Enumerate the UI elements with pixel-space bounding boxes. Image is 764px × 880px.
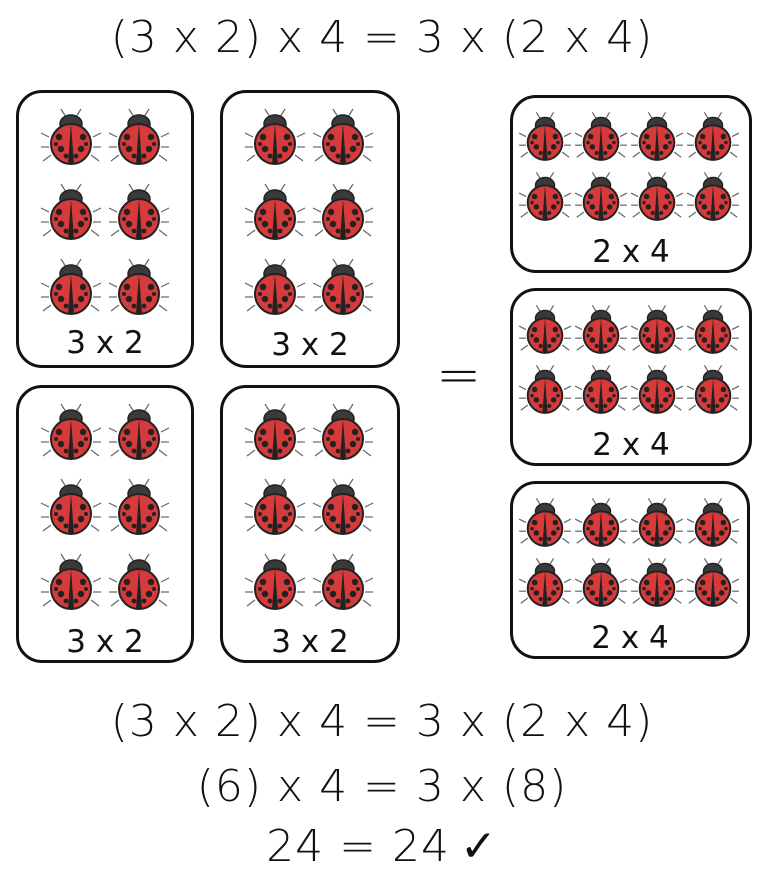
ladybug-icon — [630, 365, 684, 414]
ladybug-icon — [244, 403, 306, 460]
checkmark-icon: ✓ — [459, 821, 498, 872]
ladybug-icon — [518, 172, 572, 221]
ladybug-icon — [108, 478, 170, 535]
ladybug-icon — [518, 558, 572, 607]
ladybug-icon — [518, 305, 572, 354]
ladybug-grid — [19, 398, 191, 618]
group-label: 3 x 2 — [271, 327, 349, 363]
ladybug-icon — [630, 112, 684, 161]
ladybug-icon — [518, 112, 572, 161]
ladybug-icon — [630, 498, 684, 547]
ladybug-icon — [312, 108, 374, 165]
ladybug-icon — [518, 498, 572, 547]
ladybug-grid — [223, 398, 397, 618]
ladybug-grid — [223, 103, 397, 323]
ladybug-icon — [108, 183, 170, 240]
ladybug-icon — [312, 553, 374, 610]
ladybug-cluster — [518, 305, 740, 414]
ladybug-icon — [312, 478, 374, 535]
ladybug-icon — [312, 183, 374, 240]
ladybug-icon — [574, 172, 628, 221]
ladybug-cluster — [518, 498, 740, 607]
ladybug-icon — [40, 403, 102, 460]
ladybug-icon — [574, 498, 628, 547]
ladybug-icon — [686, 112, 740, 161]
top-equation: (3 x 2) x 4 = 3 x (2 x 4) — [110, 12, 654, 63]
equation-line-1: (3 x 2) x 4 = 3 x (2 x 4) — [110, 696, 654, 747]
ladybug-cluster — [244, 108, 374, 315]
ladybug-icon — [518, 365, 572, 414]
group-label: 2 x 4 — [592, 427, 670, 463]
ladybug-icon — [244, 258, 306, 315]
ladybug-cluster — [244, 403, 374, 610]
group-2x4-1: 2 x 4 — [510, 95, 752, 273]
group-3x2-2: 3 x 2 — [220, 90, 400, 368]
ladybug-icon — [40, 108, 102, 165]
ladybug-icon — [630, 558, 684, 607]
ladybug-icon — [574, 112, 628, 161]
ladybug-icon — [108, 553, 170, 610]
group-label: 3 x 2 — [271, 624, 349, 660]
ladybug-cluster — [518, 112, 740, 221]
ladybug-icon — [40, 258, 102, 315]
group-2x4-3: 2 x 4 — [510, 481, 750, 659]
result-equation: 24 = 24 — [266, 821, 450, 872]
ladybug-icon — [574, 305, 628, 354]
ladybug-icon — [686, 305, 740, 354]
ladybug-icon — [244, 108, 306, 165]
equation-line-2: (6) x 4 = 3 x (8) — [196, 761, 568, 812]
ladybug-icon — [686, 498, 740, 547]
ladybug-icon — [630, 172, 684, 221]
ladybug-cluster — [40, 403, 170, 610]
ladybug-icon — [108, 108, 170, 165]
ladybug-grid — [19, 103, 191, 323]
ladybug-icon — [686, 365, 740, 414]
ladybug-icon — [686, 172, 740, 221]
ladybug-icon — [574, 365, 628, 414]
ladybug-grid — [513, 106, 749, 236]
group-3x2-4: 3 x 2 — [220, 385, 400, 663]
equation-line-3: 24 = 24✓ — [0, 820, 764, 874]
group-3x2-1: 3 x 2 — [16, 90, 194, 368]
ladybug-icon — [40, 553, 102, 610]
group-3x2-3: 3 x 2 — [16, 385, 194, 663]
ladybug-icon — [244, 478, 306, 535]
group-label: 3 x 2 — [66, 325, 144, 361]
ladybug-icon — [108, 258, 170, 315]
equals-sign: = — [436, 343, 482, 406]
ladybug-icon — [108, 403, 170, 460]
ladybug-icon — [40, 478, 102, 535]
ladybug-icon — [312, 258, 374, 315]
ladybug-icon — [244, 183, 306, 240]
group-2x4-2: 2 x 4 — [510, 288, 752, 466]
ladybug-icon — [312, 403, 374, 460]
ladybug-grid — [513, 492, 747, 622]
group-label: 3 x 2 — [66, 624, 144, 660]
group-label: 2 x 4 — [591, 620, 669, 656]
ladybug-icon — [630, 305, 684, 354]
ladybug-icon — [686, 558, 740, 607]
ladybug-cluster — [40, 108, 170, 315]
ladybug-icon — [574, 558, 628, 607]
group-label: 2 x 4 — [592, 234, 670, 270]
ladybug-grid — [513, 299, 749, 429]
ladybug-icon — [40, 183, 102, 240]
ladybug-icon — [244, 553, 306, 610]
